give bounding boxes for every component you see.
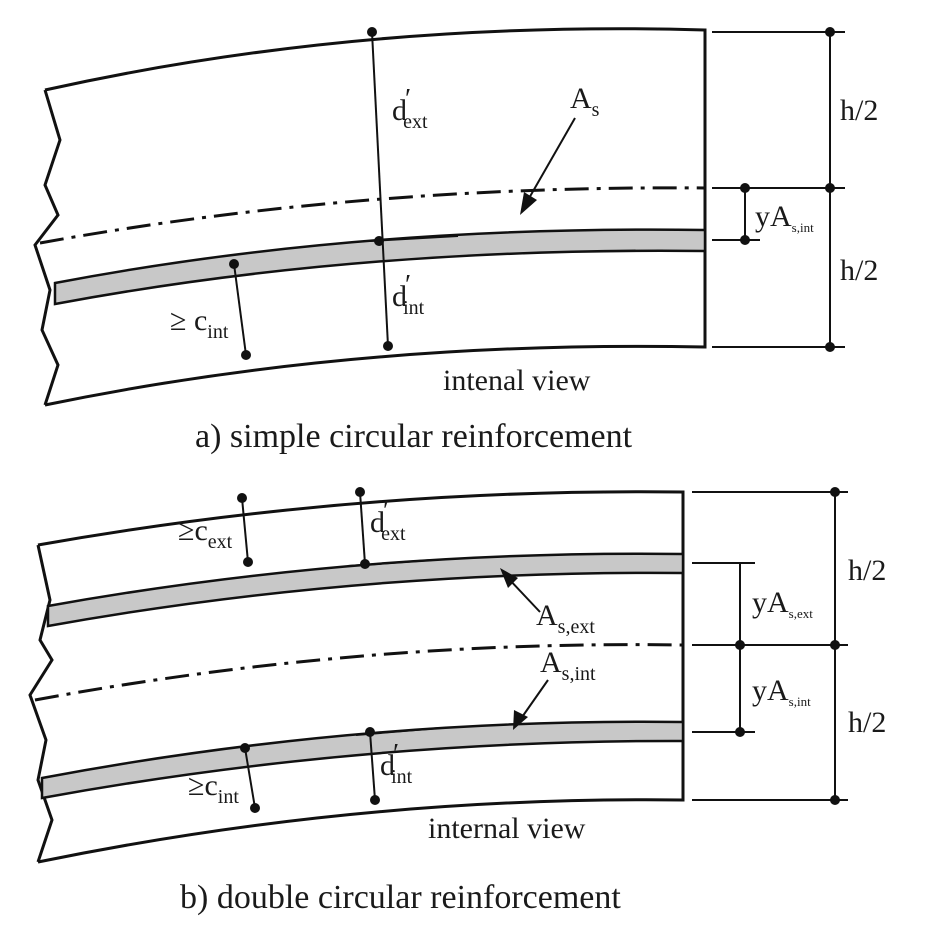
panel-b-dim-dot: [830, 640, 840, 650]
panel-a-as-arrow-shaft: [527, 117, 576, 201]
panel-b-c-ext-label: ≥cext: [178, 514, 233, 553]
panel-b-centre-axis: [34, 643, 684, 702]
panel-b-caption: b) double circular reinforcement: [180, 879, 621, 916]
panel-b-h-half-bottom: h/2: [848, 706, 886, 739]
panel-a-h-half-top: h/2: [840, 94, 878, 127]
panel-a-as-arrow-head: [520, 192, 537, 215]
panel-b-ya-int-label: yAs,int: [752, 674, 811, 709]
panel-b-as-ext-arrow-shaft: [507, 577, 541, 613]
panel-b-ext-cover-line: [241, 497, 249, 563]
panel-b-as-ext-label: As,ext: [536, 599, 595, 638]
panel-b-ext-radial-line: [359, 491, 366, 565]
panel-a-radial-line: [371, 31, 389, 347]
panel-b-dot: [360, 559, 370, 569]
panel-a-caption: a) simple circular reinforcement: [195, 418, 633, 455]
panel-b-dim-dot: [735, 640, 745, 650]
panel-b-dot: [250, 803, 260, 813]
panel-a-dim-dot: [825, 27, 835, 37]
panel-b-interior-bar: [40, 720, 685, 800]
panel-a-centre-axis: [39, 186, 706, 245]
panel-b-d-ext-label: d′ext: [370, 496, 406, 545]
panel-a-dot: [241, 350, 251, 360]
panel-a-view-label: intenal view: [443, 364, 591, 397]
panel-b-view-label: internal view: [428, 812, 586, 845]
panel-a-dim-dot: [825, 183, 835, 193]
panel-a-dot: [229, 259, 239, 269]
panel-a-as-label: As: [570, 82, 600, 121]
panel-a-d-int-label: d′int: [392, 270, 425, 319]
panel-b-as-int-arrow-shaft: [519, 679, 549, 721]
panel-b-dot: [365, 727, 375, 737]
panel-a-dot: [383, 341, 393, 351]
panel-a-reinforcement-bar: [53, 228, 707, 306]
panel-b-as-int-label: As,int: [540, 646, 596, 685]
panel-a-ya-label: yAs,int: [755, 200, 814, 235]
panel-b-break-line: [28, 544, 54, 863]
panel-b-dot: [240, 743, 250, 753]
panel-b-ya-ext-label: yAs,ext: [752, 586, 813, 621]
panel-a-dot: [367, 27, 377, 37]
panel-a-dim-dot: [740, 183, 750, 193]
panel-b-section-outline: [37, 490, 685, 864]
panel-a-c-int-label: ≥ cint: [170, 304, 229, 343]
panel-a-splice-line: [369, 235, 459, 242]
panel-b-dim-dot: [830, 487, 840, 497]
panel-b-dot: [237, 493, 247, 503]
panel-b-dim-dot: [735, 727, 745, 737]
panel-b: ≥cext d′ext As,ext As,int yAs,ext yAs,in…: [28, 487, 886, 916]
panel-b-int-cover-line: [244, 747, 256, 809]
panel-a-break-line: [33, 89, 62, 406]
panel-b-dot: [243, 557, 253, 567]
panel-a-dim-dot: [740, 235, 750, 245]
panel-b-exterior-bar: [46, 552, 685, 628]
panel-b-as-ext-arrow-head: [500, 568, 518, 588]
panel-a-h-half-bottom: h/2: [840, 254, 878, 287]
panel-a-dot: [374, 236, 384, 246]
panel-b-c-int-label: ≥cint: [188, 769, 239, 808]
panel-a-section-outline: [44, 27, 707, 407]
panel-b-as-int-arrow-head: [513, 710, 528, 730]
panel-a: d′ext As yAs,int d′int ≥ cint h/2 h/2 in…: [33, 27, 878, 455]
panel-a-d-ext-label: d′ext: [392, 84, 428, 133]
panel-b-dot: [355, 487, 365, 497]
panel-b-dot: [370, 795, 380, 805]
panel-b-h-half-top: h/2: [848, 554, 886, 587]
panel-a-dim-dot: [825, 342, 835, 352]
panel-b-d-int-label: d′int: [380, 739, 413, 788]
panel-b-int-radial-line: [369, 731, 376, 801]
panel-b-dim-dot: [830, 795, 840, 805]
panel-a-cover-line: [233, 263, 247, 356]
